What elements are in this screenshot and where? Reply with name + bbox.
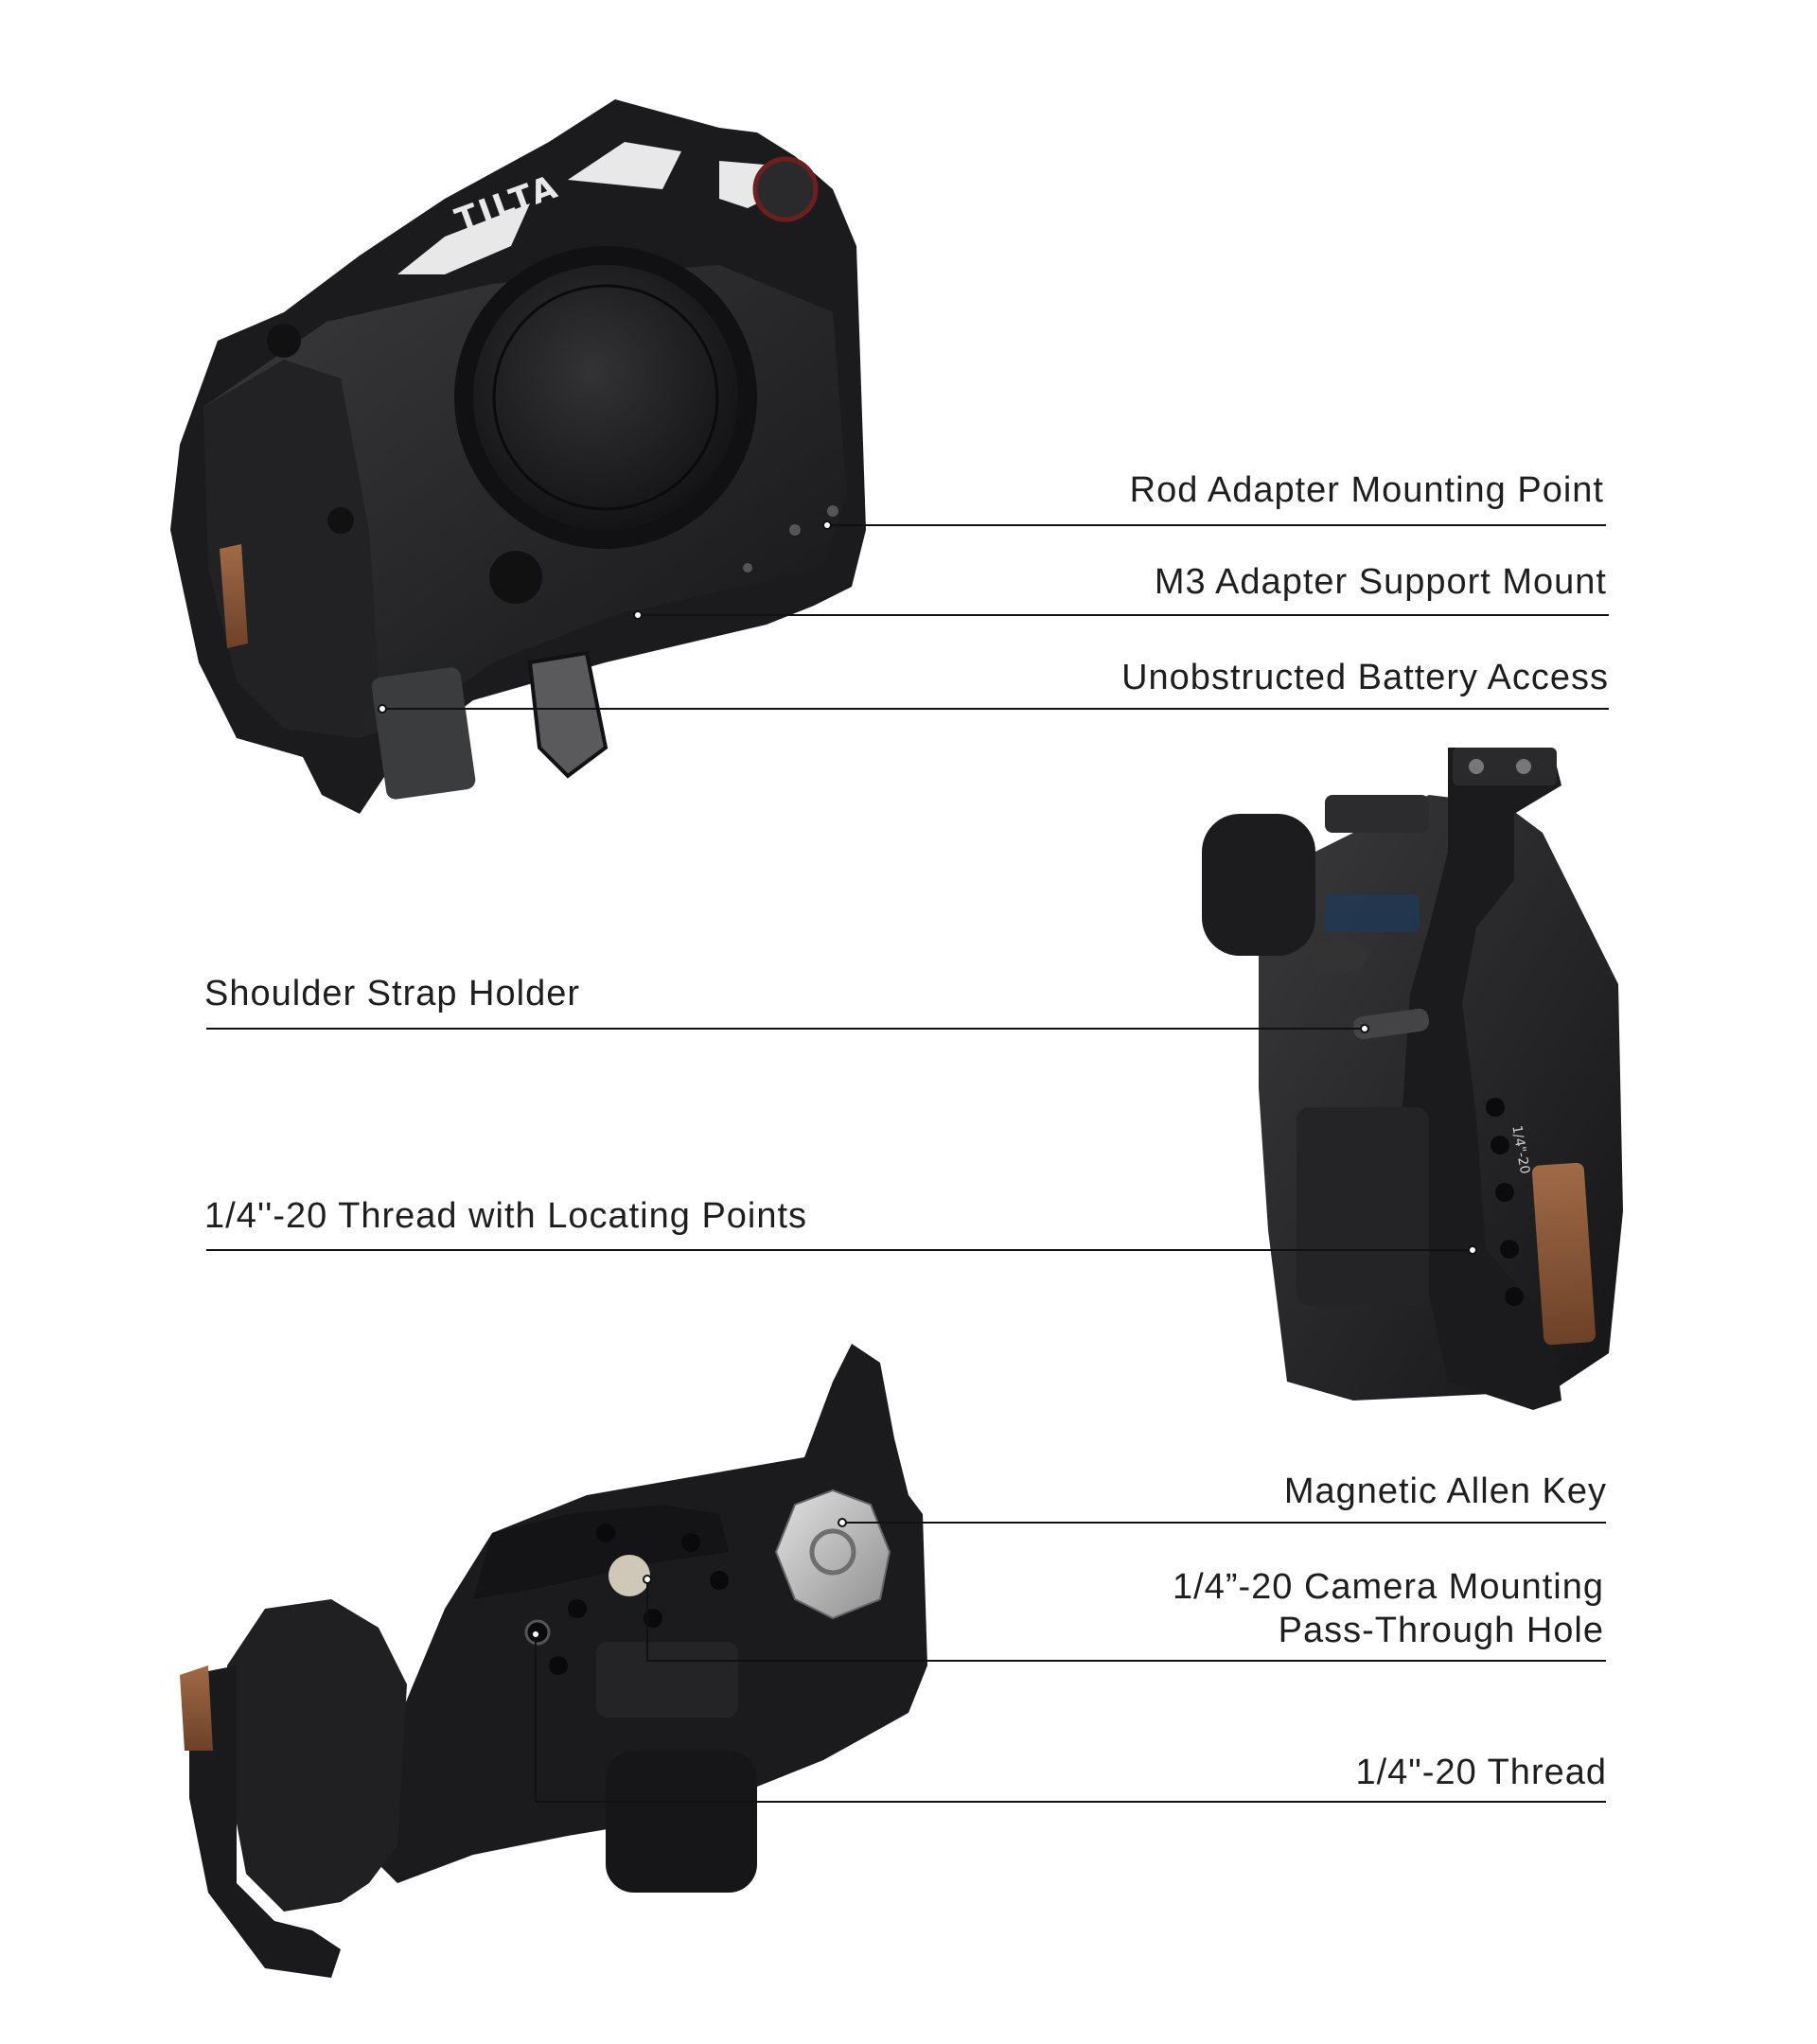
leader-lines <box>206 524 1609 1803</box>
callout-pass-through-line1: 1/4”-20 Camera Mounting <box>1173 1567 1604 1607</box>
wood-grip-side <box>1531 1162 1596 1346</box>
callout-pass-through-line2: Pass-Through Hole <box>1278 1611 1604 1650</box>
callout-magnetic-allen-key: Magnetic Allen Key <box>1283 1471 1607 1511</box>
cage-side-handle <box>1401 748 1561 1410</box>
callout-thread: 1/4"-20 Thread <box>1355 1753 1607 1792</box>
callout-thread-with-locating-points: 1/4''-20 Thread with Locating Points <box>204 1196 808 1236</box>
callout-camera-mounting-pass-through-hole: 1/4”-20 Camera Mounting Pass-Through Hol… <box>1173 1565 1604 1652</box>
callout-unobstructed-battery-access: Unobstructed Battery Access <box>1121 658 1609 697</box>
callout-rod-adapter-mounting-point: Rod Adapter Mounting Point <box>1129 470 1604 510</box>
callout-m3-adapter-support-mount: M3 Adapter Support Mount <box>1154 562 1607 602</box>
side-view-camera-photo: 1/4"-20 <box>1202 748 1623 1410</box>
callout-shoulder-strap-holder: Shoulder Strap Holder <box>204 974 580 1013</box>
leader-thread <box>535 1634 1606 1803</box>
front-view-camera-photo: TILTA <box>170 99 866 814</box>
callout-dots <box>378 520 1477 1639</box>
leader-pass-through <box>646 1579 1606 1662</box>
wood-grip-front <box>220 544 248 648</box>
battery-door <box>227 1599 407 1912</box>
